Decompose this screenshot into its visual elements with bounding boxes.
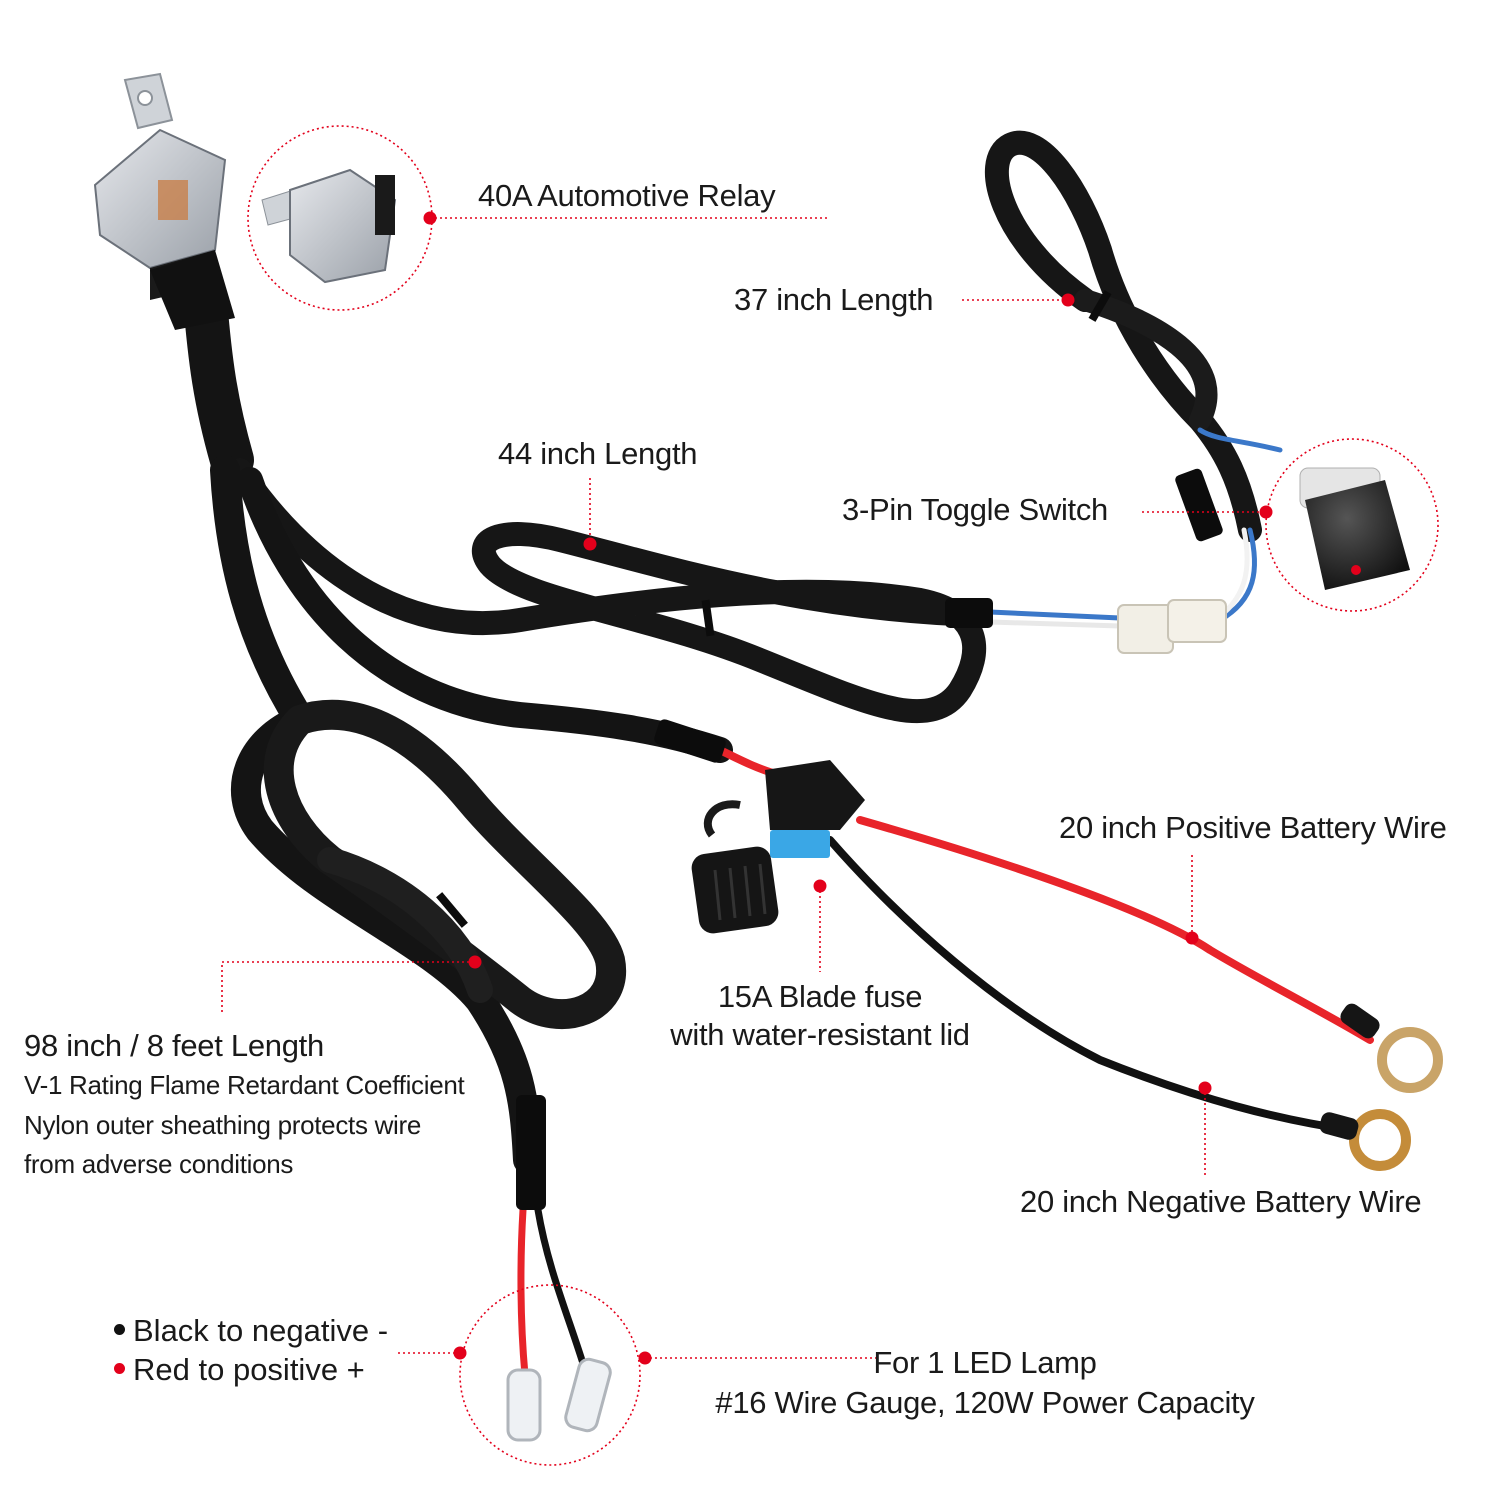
toggle-switch xyxy=(1299,467,1410,590)
fuse-label-line1: 15A Blade fuse xyxy=(717,979,923,1014)
red-bullet xyxy=(114,1363,125,1375)
switch-cable-upper-loop xyxy=(1074,289,1218,431)
relay-inset-image xyxy=(261,168,397,284)
black-bullet xyxy=(114,1324,125,1336)
switch-connector xyxy=(1117,599,1227,654)
red-positive-label: Red to positive + xyxy=(133,1352,365,1387)
lamp-callout-circle xyxy=(459,1284,641,1466)
main-desc-line3: from adverse conditions xyxy=(24,1149,294,1179)
black-negative-label: Black to negative - xyxy=(133,1313,389,1348)
relay-unit xyxy=(93,72,235,330)
battery-branch-cable xyxy=(237,467,733,763)
switch-callout-circle xyxy=(1265,438,1439,612)
cable-ties xyxy=(436,290,1223,1210)
lamp-red-lead xyxy=(517,1206,529,1379)
toggle-switch-label: 3-Pin Toggle Switch xyxy=(842,492,1108,527)
switch-harness-cable xyxy=(228,458,992,724)
main-length-leader xyxy=(221,961,475,1012)
positive-wire-label: 20 inch Positive Battery Wire xyxy=(1059,810,1447,845)
negative-wire-label: 20 inch Negative Battery Wire xyxy=(1020,1184,1422,1219)
relay-label: 40A Automotive Relay xyxy=(478,178,776,213)
main-desc-line2: Nylon outer sheathing protects wire xyxy=(24,1110,422,1140)
main-desc-line1: V-1 Rating Flame Retardant Coefficient xyxy=(24,1070,465,1100)
switch-length-label: 37 inch Length xyxy=(734,282,934,317)
red-positive-row: Red to positive + xyxy=(114,1350,365,1390)
cables xyxy=(183,130,1374,1379)
leader-lines xyxy=(221,217,1266,1359)
switch-cable xyxy=(984,130,1262,542)
spade-terminals xyxy=(506,1357,612,1442)
main-length-label: 98 inch / 8 feet Length xyxy=(24,1028,324,1063)
negative-black-wire xyxy=(826,836,1354,1134)
relay-trunk-cable xyxy=(183,278,254,482)
black-negative-row: Black to negative - xyxy=(114,1311,388,1351)
lamp-label-line1: For 1 LED Lamp xyxy=(873,1345,1097,1380)
lamp-label-line2: #16 Wire Gauge, 120W Power Capacity xyxy=(715,1385,1255,1420)
fuse-holder xyxy=(691,760,865,934)
lamp-black-lead xyxy=(534,1206,589,1374)
lamp-label: For 1 LED Lamp #16 Wire Gauge, 120W Powe… xyxy=(680,1343,1290,1423)
switch-blue-white-wires xyxy=(1217,527,1258,623)
callout-dots xyxy=(423,211,1273,1365)
fuse-label: 15A Blade fuse with water-resistant lid xyxy=(640,978,1000,1054)
ring-terminals xyxy=(1319,1003,1443,1171)
main-cable-bundle xyxy=(210,455,543,1175)
harness-length-label: 44 inch Length xyxy=(498,436,698,471)
fuse-label-line2: with water-resistant lid xyxy=(670,1017,970,1052)
